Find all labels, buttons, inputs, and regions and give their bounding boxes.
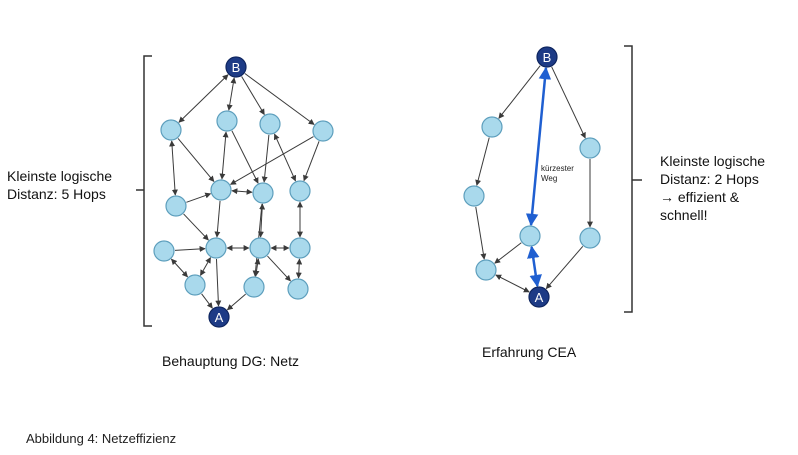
left-edge-8: [231, 130, 259, 184]
left-node-n6: [252, 182, 274, 204]
left-edge-27: [201, 293, 213, 309]
left-edge-25: [267, 255, 291, 282]
left-node-n15: [287, 278, 309, 300]
right-note-line4: schnell!: [660, 207, 708, 223]
left-node-n3: [259, 113, 281, 135]
left-edge-29: [215, 258, 222, 307]
left-node-n12: [289, 237, 311, 259]
right-network-edges: [475, 65, 593, 293]
right-node-a-label: A: [535, 290, 544, 305]
right-node-r3: [475, 259, 497, 281]
left-node-n14: [243, 276, 265, 298]
right-network-nodes: [463, 46, 601, 308]
right-node-r4: [579, 137, 601, 159]
right-node-a: [528, 286, 550, 308]
left-note-line2: Distanz: 5 Hops: [7, 186, 106, 202]
left-node-n13: [184, 274, 206, 296]
left-node-a: [208, 306, 230, 328]
right-distance-note: Kleinste logische Distanz: 2 Hops → effi…: [660, 152, 765, 224]
left-node-n7: [289, 180, 311, 202]
left-node-b: [225, 56, 247, 78]
right-edge-2: [475, 137, 490, 186]
right-node-r6: [519, 225, 541, 247]
left-edge-28: [226, 293, 246, 311]
left-edge-12: [303, 141, 320, 182]
left-edge-15: [257, 203, 266, 238]
shortest-path-label-line1: kürzester: [541, 164, 574, 173]
left-edge-7: [219, 131, 229, 180]
right-edge-3: [475, 206, 487, 260]
left-edge-11: [230, 136, 314, 185]
left-node-n8: [165, 195, 187, 217]
right-bracket: [624, 45, 633, 313]
left-distance-note: Kleinste logische Distanz: 5 Hops: [7, 167, 112, 203]
shortest-path-edge-lower: [527, 245, 542, 288]
left-node-n2: [216, 110, 238, 132]
left-node-n11: [249, 237, 271, 259]
right-note-line2: Distanz: 2 Hops: [660, 171, 759, 187]
right-caption: Erfahrung CEA: [482, 344, 577, 360]
left-edge-18: [186, 192, 212, 203]
left-edge-20: [199, 257, 212, 276]
left-edge-9: [261, 134, 270, 183]
right-node-r5: [579, 227, 601, 249]
left-edge-17: [183, 213, 209, 241]
right-edge-8: [494, 242, 522, 264]
left-node-n10: [205, 237, 227, 259]
left-edge-14: [214, 200, 221, 238]
shortest-path-edge-upper: [525, 66, 552, 227]
left-caption: Behauptung DG: Netz: [162, 353, 299, 369]
left-edge-10: [273, 133, 297, 182]
left-edge-1: [178, 74, 229, 123]
left-edge-24: [295, 258, 303, 279]
left-edge-2: [226, 77, 237, 111]
left-edge-4: [244, 73, 315, 125]
left-bracket: [143, 55, 152, 327]
right-note-line3: → effizient &: [660, 189, 740, 205]
left-note-line1: Kleinste logische: [7, 168, 113, 184]
left-network-nodes: [153, 56, 334, 328]
left-edge-5: [169, 140, 178, 196]
left-node-n5: [210, 179, 232, 201]
left-node-n4: [312, 120, 334, 142]
right-edge-4: [495, 274, 530, 293]
right-node-r2: [463, 185, 485, 207]
left-edge-6: [177, 138, 215, 183]
left-node-a-label: A: [215, 310, 224, 325]
figure-caption: Abbildung 4: Netzeffizienz: [26, 431, 177, 446]
shortest-path-label-line2: Weg: [541, 174, 557, 183]
left-edge-19: [171, 258, 188, 278]
right-node-b: [536, 46, 558, 68]
left-node-n1: [160, 119, 182, 141]
right-edge-5: [551, 66, 586, 139]
right-edge-1: [498, 65, 541, 119]
left-edge-13: [231, 188, 253, 195]
right-note-line1: Kleinste logische: [660, 153, 766, 169]
left-edge-30: [174, 245, 206, 252]
right-node-r1: [481, 116, 503, 138]
left-node-n9: [153, 240, 175, 262]
left-edge-3: [241, 76, 265, 116]
left-node-b-label: B: [232, 60, 241, 75]
right-edge-7: [545, 245, 584, 290]
left-network-edges: [169, 73, 320, 311]
right-node-b-label: B: [543, 50, 552, 65]
